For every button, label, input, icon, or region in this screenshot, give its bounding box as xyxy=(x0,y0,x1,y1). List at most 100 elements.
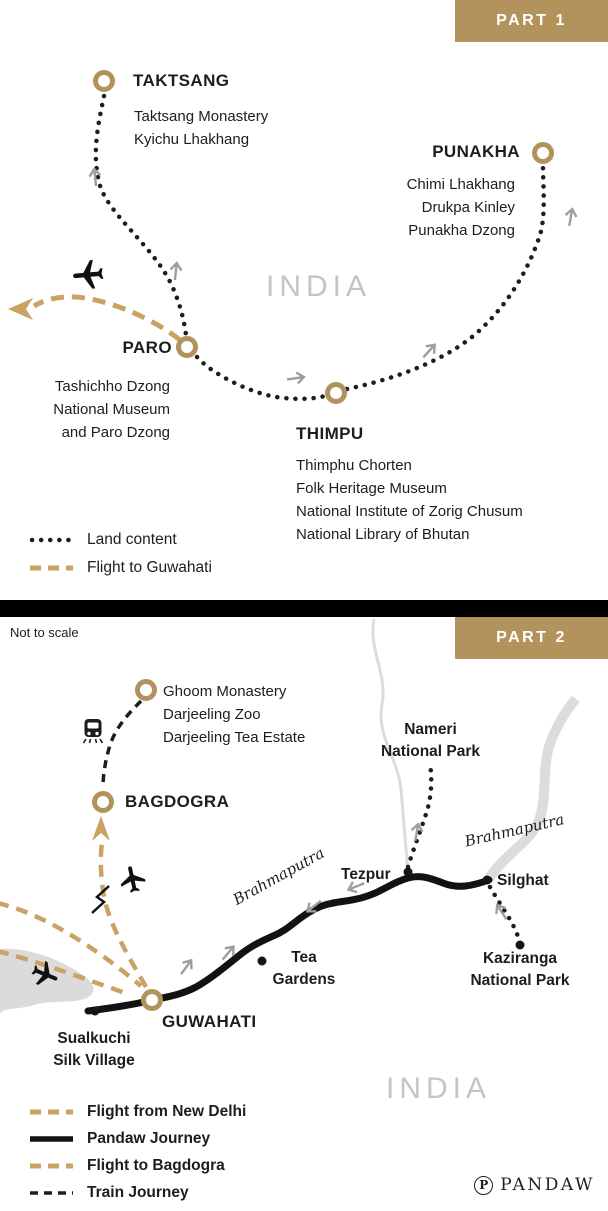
section-divider xyxy=(0,600,608,617)
airplane-icon xyxy=(71,259,105,291)
punakha-label: PUNAKHA xyxy=(432,142,520,161)
train-dash-sample xyxy=(30,1191,73,1195)
flight-arrowhead xyxy=(92,816,110,841)
thimpu-label: THIMPU xyxy=(296,424,364,443)
sualkuchi-dot xyxy=(90,1006,100,1016)
detail-line: Drukpa Kinley xyxy=(421,199,515,216)
silghat-dot xyxy=(482,875,492,885)
detail-line: Taktsang Monastery xyxy=(134,108,269,125)
sualkuchi-label: Sualkuchi Silk Village xyxy=(38,1028,150,1072)
kaziranga-label: Kaziranga National Park xyxy=(452,948,588,992)
silghat-label: Silghat xyxy=(497,872,549,889)
detail-line: National Museum xyxy=(53,401,170,418)
tea-gardens-dot xyxy=(257,956,267,966)
tan-dash-sample xyxy=(30,565,73,571)
taktsang-label: TAKTSANG xyxy=(133,71,230,90)
detail-line: and Paro Dzong xyxy=(61,424,170,441)
place-line: Sualkuchi xyxy=(57,1030,131,1047)
part1-badge: PART 1 xyxy=(455,0,608,42)
paro-details: Tashichho Dzong National Museum and Paro… xyxy=(53,375,170,444)
solid-line-sample xyxy=(30,1136,73,1142)
guwahati-marker xyxy=(141,989,163,1011)
legend-pandaw-journey: Pandaw Journey xyxy=(28,1127,210,1151)
route-flight-bagdogra xyxy=(98,842,148,989)
ghoom-marker xyxy=(135,679,157,701)
nameri-label: Nameri National Park xyxy=(368,719,493,763)
legend-label: Land content xyxy=(87,531,177,548)
route-taktsang-paro xyxy=(93,93,189,338)
route-break-mark xyxy=(91,885,110,914)
dotted-line-sample xyxy=(29,537,74,543)
ghoom-details: Ghoom Monastery Darjeeling Zoo Darjeelin… xyxy=(163,680,305,749)
route-flight-from-delhi-a xyxy=(0,901,143,988)
scale-note: Not to scale xyxy=(10,625,79,640)
part1-map-canvas xyxy=(8,93,579,402)
taktsang-marker xyxy=(93,70,115,92)
legend-flight-from-delhi: Flight from New Delhi xyxy=(28,1100,246,1124)
legend-land-content: Land content xyxy=(28,528,177,552)
detail-line: Folk Heritage Museum xyxy=(296,480,447,497)
detail-line: Kyichu Lhakhang xyxy=(134,131,250,148)
route-train-journey xyxy=(101,699,143,789)
tan-dash-sample xyxy=(30,1163,73,1169)
land-wash xyxy=(0,948,94,1013)
legend-flight-to-bagdogra: Flight to Bagdogra xyxy=(28,1154,225,1178)
detail-line: Ghoom Monastery xyxy=(163,683,287,700)
pandaw-logo-mark-icon: P xyxy=(474,1175,494,1195)
place-line: Silk Village xyxy=(53,1052,135,1069)
detail-line: Thimphu Chorten xyxy=(296,457,412,474)
detail-line: Punakha Dzong xyxy=(408,222,515,239)
bagdogra-label: BAGDOGRA xyxy=(125,792,230,811)
guwahati-label: GUWAHATI xyxy=(162,1012,257,1031)
legend-label: Pandaw Journey xyxy=(87,1130,211,1147)
part2-map-canvas xyxy=(0,618,580,1016)
route-tezpur-nameri xyxy=(405,761,434,870)
route-flight-guwahati xyxy=(32,294,182,342)
airplane-icon xyxy=(117,863,148,895)
place-line: Nameri xyxy=(404,721,457,738)
route-pandaw-journey xyxy=(84,873,493,1015)
india-label-part2: INDIA xyxy=(386,1072,492,1105)
flight-arrowhead xyxy=(8,298,33,320)
tezpur-label: Tezpur xyxy=(341,866,391,883)
detail-line: National Library of Bhutan xyxy=(296,526,470,543)
punakha-marker xyxy=(532,142,554,164)
place-line: Gardens xyxy=(272,971,336,988)
river-wash xyxy=(484,695,580,881)
india-label-part1: INDIA xyxy=(266,270,372,303)
bagdogra-marker xyxy=(92,791,114,813)
thimpu-details: Thimphu Chorten Folk Heritage Museum Nat… xyxy=(296,454,523,546)
pandaw-logo-word: PANDAW xyxy=(500,1175,595,1195)
kaziranga-dot xyxy=(515,940,525,950)
detail-line: Darjeeling Tea Estate xyxy=(163,729,306,746)
tezpur-dot xyxy=(403,867,413,877)
place-line: Tea xyxy=(291,949,317,966)
route-thimpu-punakha xyxy=(344,164,546,392)
tan-dash-sample xyxy=(30,1109,73,1115)
legend-label: Flight to Bagdogra xyxy=(87,1157,225,1174)
town-dots xyxy=(90,867,525,1016)
detail-line: National Institute of Zorig Chusum xyxy=(296,503,523,520)
legend-label: Flight from New Delhi xyxy=(87,1103,247,1120)
train-icon xyxy=(82,719,104,744)
part2-badge: PART 2 xyxy=(455,617,608,659)
route-flight-from-delhi-b xyxy=(0,949,129,997)
detail-line: Chimi Lhakhang xyxy=(406,176,515,193)
tributary-stream xyxy=(371,618,410,872)
route-paro-thimpu xyxy=(194,354,328,402)
detail-line: Darjeeling Zoo xyxy=(163,706,261,723)
detail-line: Tashichho Dzong xyxy=(54,378,170,395)
place-line: Kaziranga xyxy=(482,950,558,967)
taktsang-details: Taktsang Monastery Kyichu Lhakhang xyxy=(134,105,268,151)
place-line: National Park xyxy=(470,972,570,989)
punakha-details: Chimi Lhakhang Drukpa Kinley Punakha Dzo… xyxy=(407,173,515,242)
thimpu-marker xyxy=(325,382,347,404)
legend-label: Flight to Guwahati xyxy=(87,559,212,576)
legend-flight-guwahati: Flight to Guwahati xyxy=(28,556,212,580)
pandaw-logo: P PANDAW xyxy=(474,1175,595,1195)
tea-gardens-label: Tea Gardens xyxy=(270,947,338,991)
route-silghat-kaziranga xyxy=(487,884,522,946)
legend-label: Train Journey xyxy=(87,1184,189,1201)
paro-label: PARO xyxy=(122,338,172,357)
